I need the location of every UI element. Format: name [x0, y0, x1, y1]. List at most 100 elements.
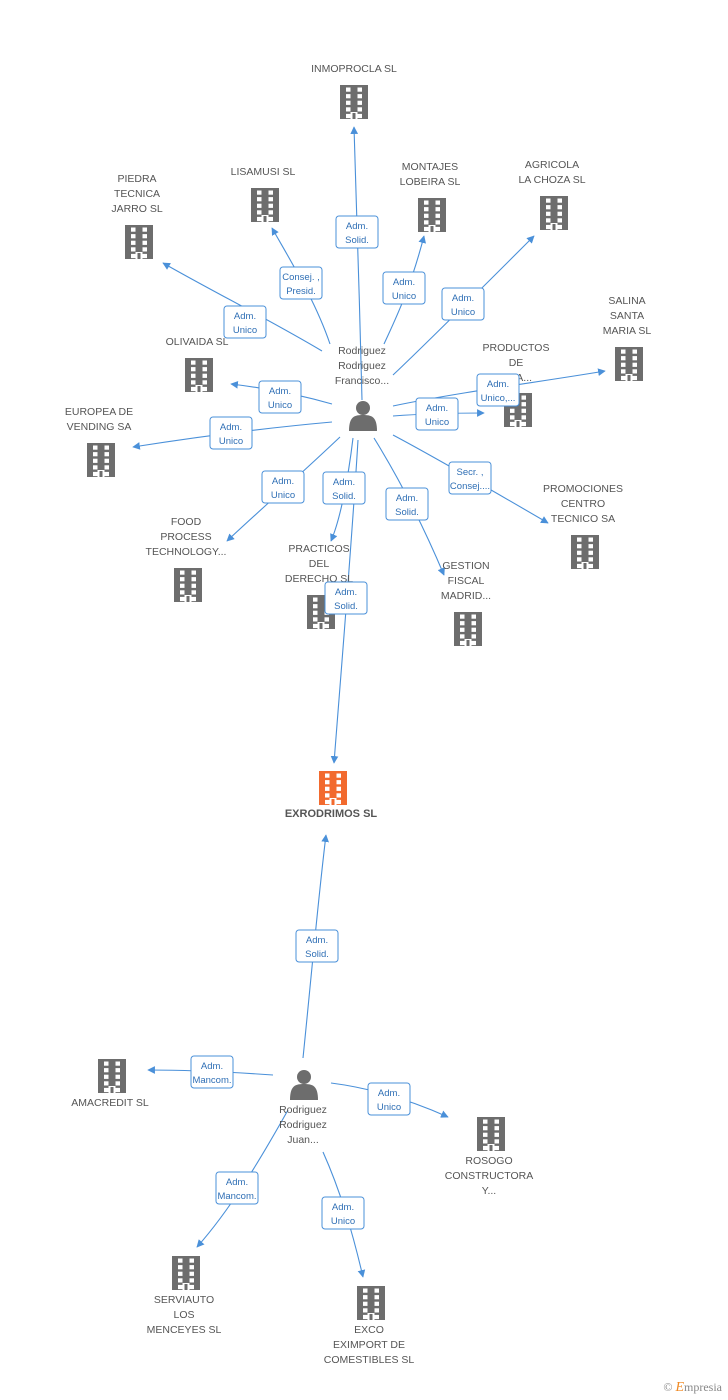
company-label-productos-line: DE	[509, 357, 524, 369]
company-label-amacredit[interactable]: AMACREDIT SL	[71, 1097, 149, 1109]
relation-text: Unico	[233, 325, 257, 336]
company-label-food-line: PROCESS	[160, 531, 211, 543]
relation-badge[interactable]: Adm. Solid.	[295, 929, 339, 963]
company-label-promociones-line: TECNICO SA	[551, 513, 615, 525]
relation-badge[interactable]: Adm.Mancom.	[190, 1055, 234, 1089]
company-node-olivaida[interactable]: OLIVAIDA SL	[166, 336, 229, 392]
company-label-gestion-line: GESTION	[442, 560, 489, 572]
relation-badge[interactable]: Adm.Unico,...	[476, 373, 520, 407]
company-label-salina-line: SALINA	[608, 295, 645, 307]
relation-badge[interactable]: Adm.Unico	[223, 305, 267, 339]
relation-badge[interactable]: Adm. Unico	[261, 470, 305, 504]
company-label-salina-line: SANTA	[610, 310, 644, 322]
company-label-rosogo-line: CONSTRUCTORA	[445, 1170, 533, 1182]
building-icon	[174, 568, 202, 602]
relation-text: Mancom.	[217, 1191, 256, 1202]
relation-text: Unico	[451, 307, 475, 318]
company-node-amacredit[interactable]: AMACREDIT SL	[71, 1059, 149, 1109]
relation-badge[interactable]: Adm.Solid.	[335, 215, 379, 249]
main-company-label[interactable]: EXRODRIMOS SL	[285, 808, 378, 820]
relation-text: Unico	[271, 490, 295, 501]
company-label-promociones[interactable]: PROMOCIONES CENTRO TECNICO SA	[543, 483, 623, 525]
relation-badge[interactable]: Adm.Unico	[382, 271, 426, 305]
company-label-exco-line: EXIMPORT DE	[333, 1339, 405, 1351]
relation-text: Adm.	[333, 477, 355, 488]
relation-badge[interactable]: Adm.Unico	[321, 1196, 365, 1230]
company-label-serviauto-line: SERVIAUTO	[154, 1294, 214, 1306]
company-node-lisamusi[interactable]: LISAMUSI SL	[231, 166, 296, 222]
relation-text: Unico	[392, 291, 416, 302]
relation-badge[interactable]: Adm.Mancom.	[215, 1171, 259, 1205]
relation-text: Adm.	[306, 935, 328, 946]
relation-badge[interactable]: Consej. ,Presid.	[279, 266, 323, 300]
relation-text: Solid.	[334, 601, 358, 612]
building-icon	[418, 198, 446, 232]
company-label-piedra-line: JARRO SL	[111, 203, 163, 215]
relation-badge[interactable]: Adm.Unico	[415, 397, 459, 431]
relation-text: Adm.	[396, 493, 418, 504]
relation-badge[interactable]: Adm.Unico	[367, 1082, 411, 1116]
company-label-inmoprocla[interactable]: INMOPROCLA SL	[311, 63, 397, 75]
relation-badge[interactable]: Adm.Unico	[258, 380, 302, 414]
company-label-lisamusi[interactable]: LISAMUSI SL	[231, 166, 296, 178]
relation-text: Solid.	[305, 949, 329, 960]
relation-badge[interactable]: Secr. ,Consej....	[448, 461, 492, 495]
company-label-promociones-line: CENTRO	[561, 498, 605, 510]
relation-text: Presid.	[286, 286, 316, 297]
footer-watermark: © Empresia	[663, 1380, 722, 1396]
company-node-promociones[interactable]: PROMOCIONES CENTRO TECNICO SA	[543, 483, 623, 569]
relation-text: Adm.	[220, 422, 242, 433]
person-label-p1-line: Rodriguez	[338, 345, 386, 357]
company-label-practicos-line: PRACTICOS	[288, 543, 349, 555]
relation-badge[interactable]: Adm.Solid.	[324, 581, 368, 615]
main-company-node[interactable]: EXRODRIMOS SL	[285, 771, 378, 820]
relation-badge[interactable]: Adm.Unico	[441, 287, 485, 321]
relation-text: Adm.	[272, 476, 294, 487]
relation-badge[interactable]: Adm.Solid.	[385, 487, 429, 521]
building-icon	[319, 771, 347, 805]
building-icon	[615, 347, 643, 381]
company-label-piedra-line: PIEDRA	[117, 173, 156, 185]
company-label-olivaida[interactable]: OLIVAIDA SL	[166, 336, 229, 348]
company-node-inmoprocla[interactable]: INMOPROCLA SL	[311, 63, 397, 119]
building-icon	[125, 225, 153, 259]
relation-badge[interactable]: Adm.Unico	[209, 416, 253, 450]
person-label-p2-line: Juan...	[287, 1134, 319, 1146]
relation-text: Adm.	[378, 1088, 400, 1099]
company-label-agricola-line: AGRICOLA	[525, 159, 579, 171]
building-icon	[357, 1286, 385, 1320]
relation-text: Mancom.	[192, 1075, 231, 1086]
company-label-promociones-line: PROMOCIONES	[543, 483, 623, 495]
relation-text: Unico	[331, 1216, 355, 1227]
relation-badge[interactable]: Adm.Solid.	[322, 471, 366, 505]
company-label-rosogo-line: ROSOGO	[465, 1155, 512, 1167]
relation-text: Solid.	[345, 235, 369, 246]
